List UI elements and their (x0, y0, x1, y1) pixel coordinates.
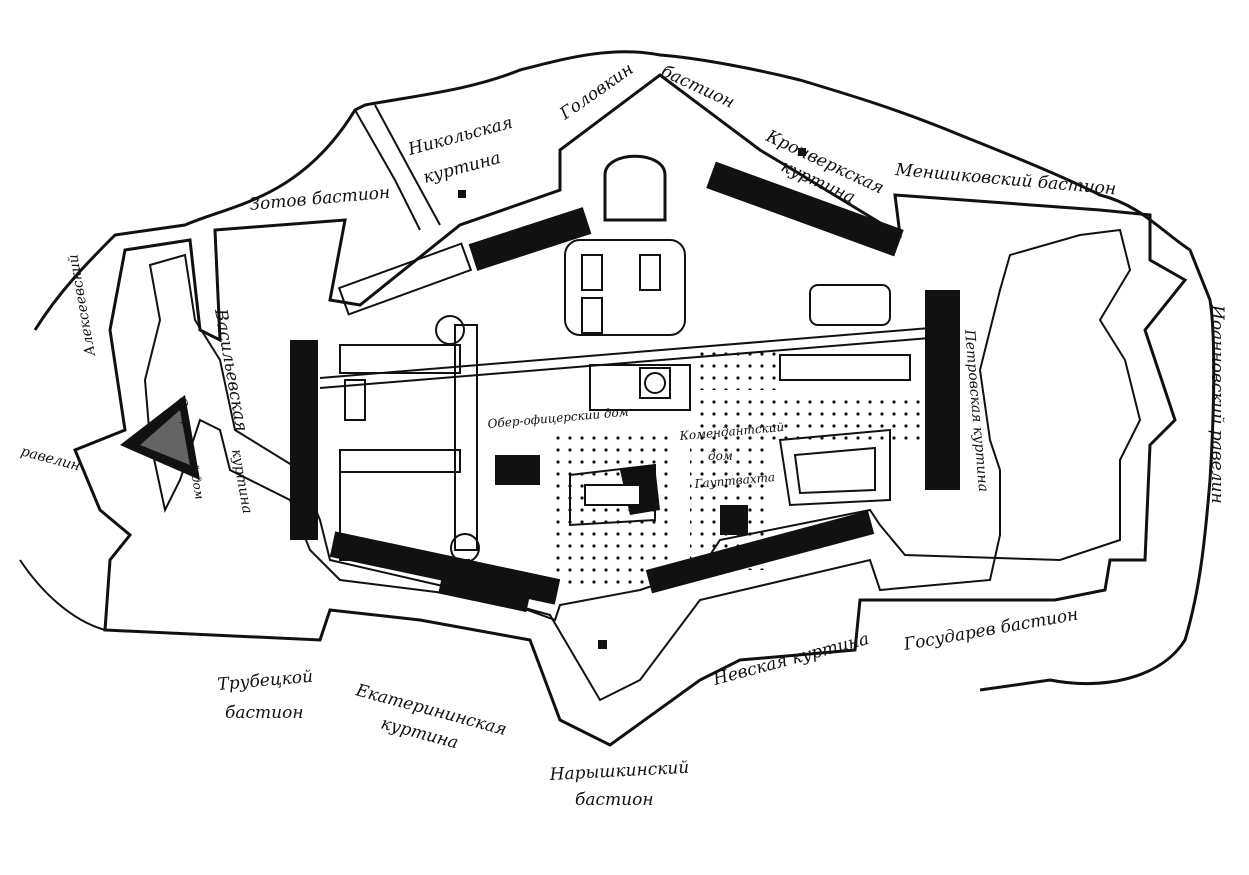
label-golovkin-1: Головкин (556, 59, 638, 125)
west-barracks (339, 315, 480, 563)
marker-kronverk (798, 148, 806, 156)
label-menshikov-bastion: Меншиковский бастион (894, 160, 1117, 199)
garden-field-center (555, 435, 675, 590)
label-nikolskaya-2: куртина (421, 148, 503, 188)
label-commandant-house-2: дом (708, 449, 733, 463)
golovkin-gate (603, 154, 667, 222)
cathedral-complex (589, 364, 691, 411)
casemates (290, 161, 960, 613)
island-shoreline (33, 50, 1216, 692)
label-vasilievskaya-1: Васильевская (210, 306, 251, 433)
label-nevskaya-curtain: Невская куртина (710, 629, 871, 690)
secret-house-triangle (120, 395, 200, 480)
garden-north (564, 239, 686, 336)
island-shoreline-west (19, 559, 106, 631)
label-ober-officers-house: Обер-офицерский дом (487, 405, 629, 431)
label-zotov-bastion: Зотов бастион (249, 183, 391, 215)
main-axis (319, 327, 931, 389)
label-ioannovsky-ravelin: Иоанновский равелин (1207, 304, 1227, 504)
east-buildings (778, 284, 911, 507)
canal (354, 104, 441, 231)
label-gosudarev-bastion: Государев бастион (901, 605, 1079, 656)
label-alekseevsky-1: Алексеевский (65, 253, 99, 358)
garden-field-east (700, 395, 920, 440)
label-trubetskoy-1: Трубецкой (217, 667, 314, 695)
marker-nikolskaya (458, 190, 466, 198)
outer-fortress-wall (73, 73, 1188, 747)
commandant-house (569, 463, 660, 527)
label-naryshkin-1: Нарышкинский (548, 758, 690, 785)
marker-naryshkin (598, 640, 607, 649)
ober-officers-house (495, 455, 540, 485)
label-trubetskoy-2: бастион (225, 703, 304, 723)
guardhouse (720, 505, 748, 535)
label-naryshkin-2: бастион (575, 790, 654, 810)
garden-field-northeast (700, 350, 780, 390)
label-alekseevsky-2: равелин (19, 443, 82, 474)
secret-house-inner (140, 410, 190, 465)
